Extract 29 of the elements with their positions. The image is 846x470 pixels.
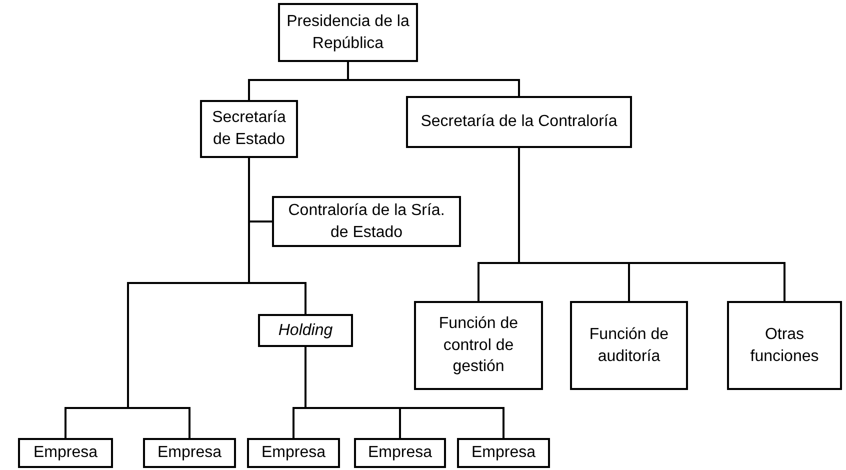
box-label: Función de control de gestión <box>438 314 520 378</box>
box-label: Holding <box>278 320 333 341</box>
box-label: Presidencia de la República <box>286 12 410 54</box>
box-label: Empresa <box>157 443 222 464</box>
box-label: Empresa <box>261 443 326 464</box>
org-box <box>278 3 418 62</box>
box-label: Secretaría de Estado <box>211 108 287 150</box>
org-box <box>414 301 543 390</box>
org-box <box>457 438 550 468</box>
org-box <box>247 438 340 468</box>
org-box <box>727 301 842 390</box>
box-label: Secretaría de la Contraloría <box>420 112 618 132</box>
org-box <box>18 438 113 468</box>
org-box <box>406 96 632 148</box>
box-label: Empresa <box>33 443 98 464</box>
org-box <box>143 438 236 468</box>
box-label: Contraloría de la Sría. de Estado <box>287 200 446 242</box>
connector-line <box>347 62 520 96</box>
org-box <box>272 196 461 247</box>
org-box <box>570 301 688 390</box>
org-box <box>200 100 298 158</box>
box-label: Función de auditoría <box>588 324 670 366</box>
box-label: Otras funciones <box>749 324 820 366</box>
connector-line <box>304 347 504 438</box>
org-box <box>354 438 446 468</box>
org-box <box>258 314 353 347</box>
box-label: Empresa <box>471 443 536 464</box>
box-label: Empresa <box>368 443 432 464</box>
connector-line <box>518 148 786 301</box>
